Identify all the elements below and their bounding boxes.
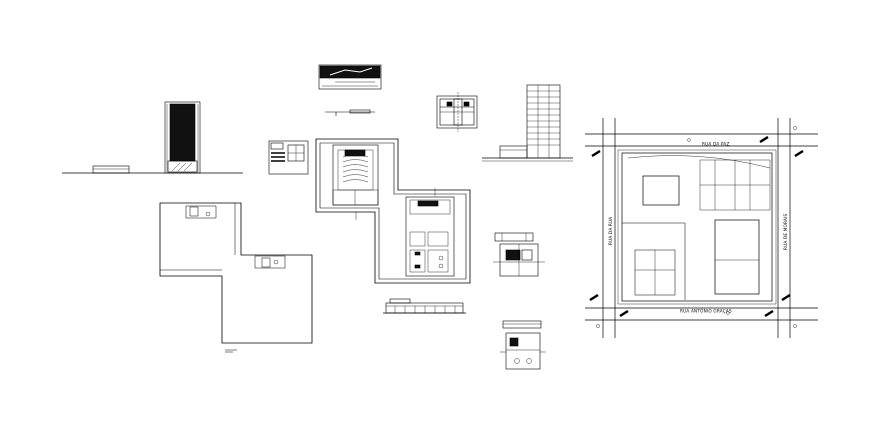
section-detail-drawing (436, 92, 478, 132)
low-building-elevation (383, 298, 466, 314)
ground-unit-plan (500, 320, 546, 370)
tower-front-elevation (62, 101, 243, 174)
street-label-east: RUA DE MORAIS (783, 213, 788, 250)
street-label-south: RUA ANTÔNIO GRAÇAS (680, 309, 732, 314)
roof-detail-drawing (318, 64, 382, 116)
site-plan (585, 118, 818, 338)
street-label-west: RUA DA RUA (608, 217, 613, 245)
street-label-north: RUA DA PAZ (702, 142, 730, 147)
unit-floor-plan (493, 232, 545, 277)
theatre-stepped-floor-plan (315, 138, 471, 284)
detail-box-drawing (268, 140, 309, 175)
l-shaped-floor-plan (159, 202, 313, 353)
tower-side-elevation (482, 84, 573, 162)
